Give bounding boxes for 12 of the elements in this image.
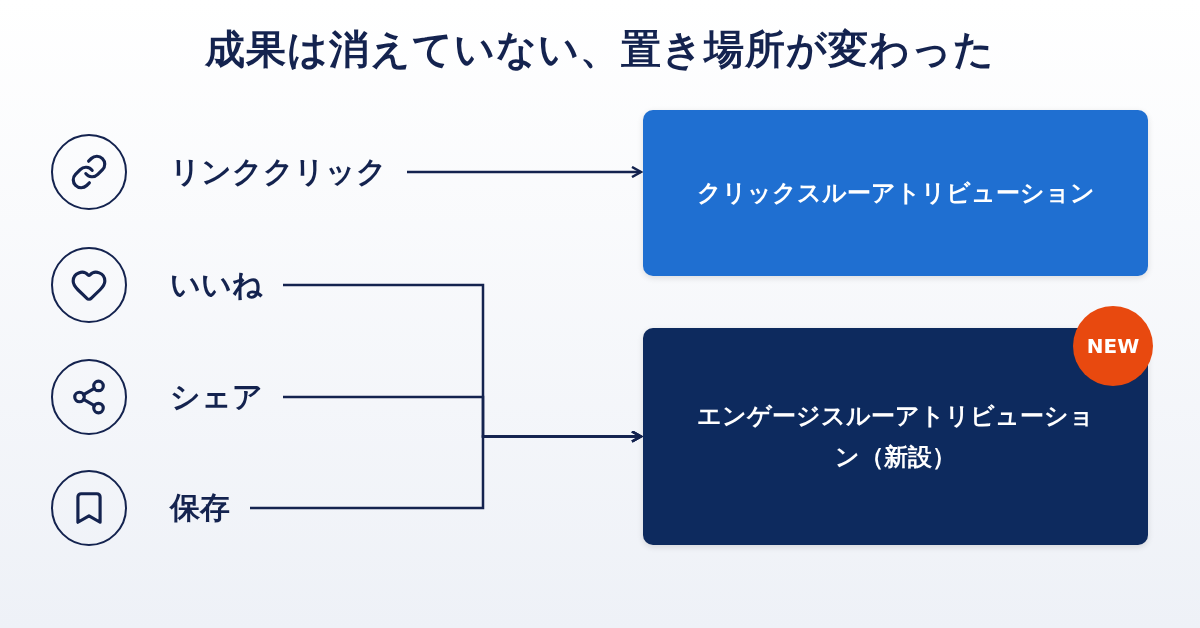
item-label: いいね [170,264,263,306]
attribution-box [643,110,1148,276]
new-badge: NEW [1073,306,1153,386]
box-label: クリックスルーアトリビューション [696,177,1095,209]
item-label: 保存 [170,487,230,529]
item-label: シェア [170,376,263,418]
item-label: リンククリック [170,151,387,193]
box-label: エンゲージスルーアトリビューション（新設） [696,400,1095,473]
attribution-box [643,328,1148,545]
title: 成果は消えていない、置き場所が変わった [205,25,995,74]
arrow [250,430,643,510]
arrow [407,165,643,179]
